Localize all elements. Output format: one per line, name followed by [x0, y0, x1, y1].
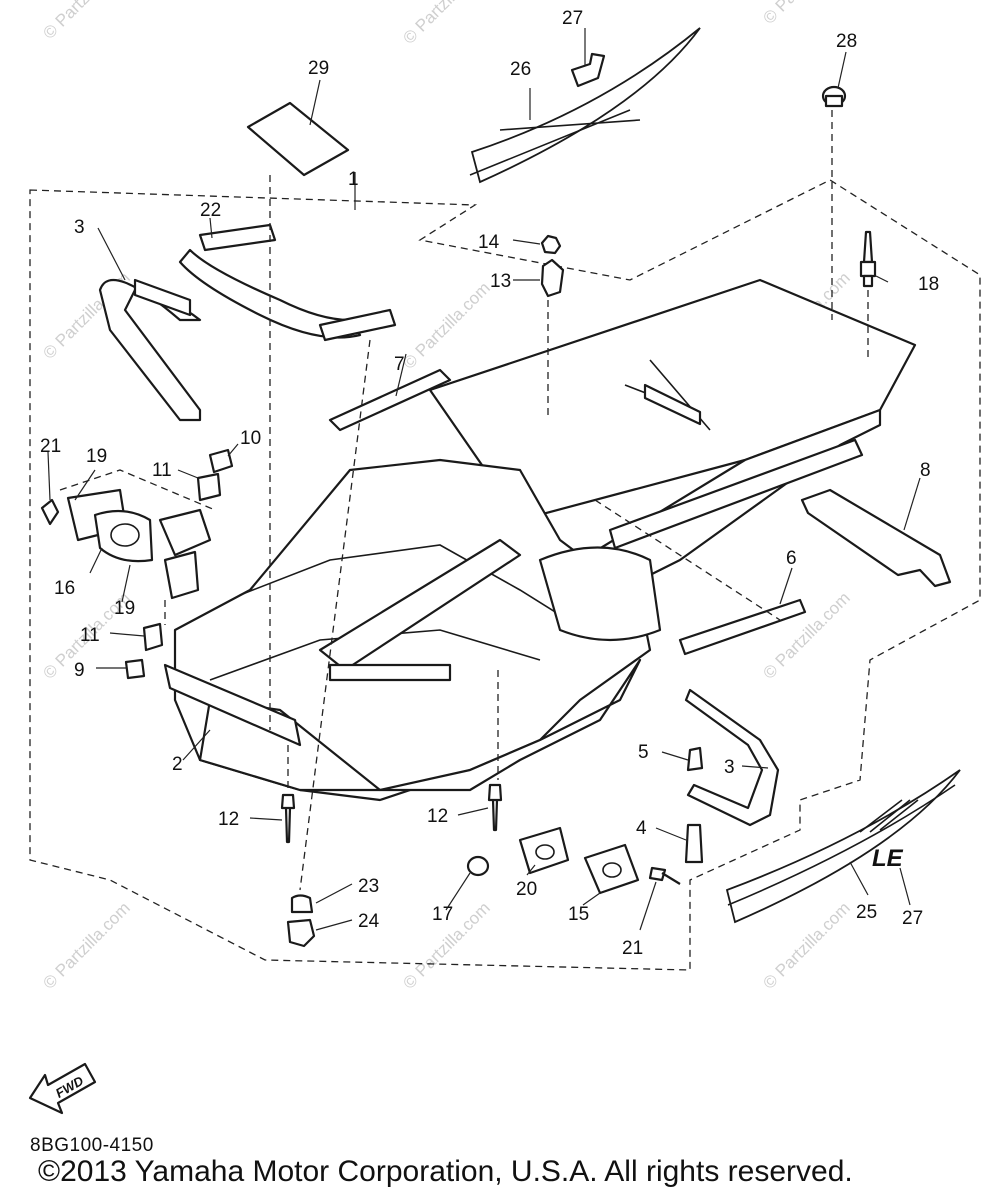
- handle-22: [178, 248, 362, 339]
- leader-lines: [47, 28, 921, 931]
- callout-label: 12: [218, 809, 239, 830]
- watermark: © Partzilla.com: [759, 898, 853, 992]
- guide-lines: [59, 110, 869, 891]
- callout-label: 8: [920, 460, 931, 481]
- bracket-8: [800, 488, 952, 588]
- copyright-notice: ©2013 Yamaha Motor Corporation, U.S.A. A…: [38, 1155, 853, 1188]
- callout-label: 25: [856, 902, 877, 923]
- watermark: © Partzilla.com: [399, 278, 493, 372]
- bottom-hardware: [280, 746, 704, 948]
- callout-label: 28: [836, 31, 857, 52]
- bumper-2: [163, 663, 302, 747]
- callout-labels: 1 2 3 3 4 5 6 7 8 9 10 11 11 12 12 13 14…: [40, 8, 939, 959]
- callout-label: 12: [427, 806, 448, 827]
- watermark: © Partzilla.com: [759, 588, 853, 682]
- callout-label: 11: [80, 625, 100, 646]
- left-mount-parts: [40, 448, 234, 680]
- callout-label: 24: [358, 911, 380, 932]
- bumper-3-left-bar: [133, 278, 192, 317]
- callout-label: 21: [622, 938, 643, 959]
- callout-label: 20: [516, 879, 537, 900]
- drawing-code: 8BG100-4150: [30, 1135, 154, 1156]
- bracket-13: [540, 258, 565, 298]
- callout-label: 17: [432, 904, 453, 925]
- callout-label: 7: [394, 354, 405, 375]
- handle-22-bracket: [198, 223, 397, 342]
- callout-label: 3: [724, 757, 735, 778]
- callout-label: 26: [510, 59, 531, 80]
- callout-label: 27: [902, 908, 923, 929]
- watermark: © Partzilla.com: [759, 0, 853, 28]
- callout-label: 3: [74, 217, 85, 238]
- callout-label: 9: [74, 660, 85, 681]
- grommet-28: [821, 85, 847, 108]
- callout-label: 21: [40, 436, 61, 457]
- callout-label: 14: [478, 232, 500, 253]
- callout-label: 15: [568, 904, 589, 925]
- callout-label: 11: [152, 460, 172, 481]
- fwd-arrow-icon: [28, 1062, 97, 1115]
- stud-18: [859, 230, 877, 288]
- callout-label: 16: [54, 578, 75, 599]
- seat-pad-29: [246, 101, 350, 177]
- watermark: © Partzilla.com: [399, 0, 493, 48]
- callout-label: 19: [114, 598, 135, 619]
- bumper-3-right: [684, 688, 780, 827]
- callout-label: 10: [240, 428, 261, 449]
- watermark: © Partzilla.com: [39, 898, 133, 992]
- callout-label: 19: [86, 446, 107, 467]
- le-badge: LE: [872, 845, 904, 872]
- callout-label: 18: [918, 274, 939, 295]
- callout-label: 22: [200, 200, 221, 221]
- callout-label: 5: [638, 742, 649, 763]
- callout-label: 29: [308, 58, 329, 79]
- callout-label: 1: [348, 169, 359, 190]
- decal-26: [469, 27, 701, 184]
- callout-label: 27: [562, 8, 583, 29]
- callout-label: 2: [172, 754, 183, 775]
- watermark: © Partzilla.com: [39, 0, 133, 43]
- decal-27-top: [570, 52, 606, 88]
- callout-label: 6: [786, 548, 797, 569]
- callout-label: 13: [490, 271, 511, 292]
- callout-label: 23: [358, 876, 379, 897]
- callout-label: 4: [636, 818, 647, 839]
- nut-14: [540, 234, 562, 255]
- decal-25: [725, 769, 961, 924]
